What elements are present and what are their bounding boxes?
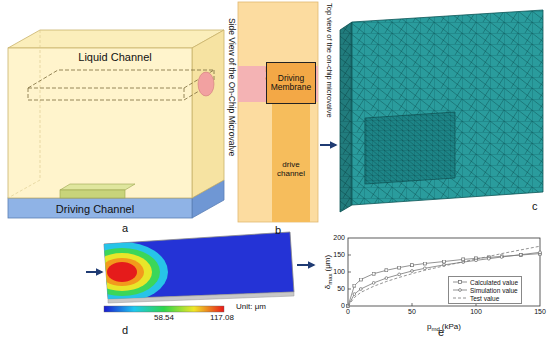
side-view-illustration — [8, 30, 224, 218]
axis-tick-label: 150 — [534, 308, 546, 316]
contour-band — [84, 248, 160, 296]
legend-line — [453, 290, 467, 291]
legend-row: Simulation value — [452, 286, 518, 294]
hidden-edge — [8, 30, 40, 198]
legend-row: Test value — [452, 294, 518, 302]
node-text: drive channel — [273, 161, 309, 179]
panel-title: Side View of the On-Chip Microvalve — [227, 18, 236, 156]
axis-tick-label: 0 — [341, 302, 345, 310]
panel-arrow — [297, 264, 314, 266]
contour-band — [107, 262, 137, 282]
node-text: Driving Membrane — [268, 74, 314, 93]
legend-sample — [452, 287, 468, 293]
contour-band — [76, 242, 168, 302]
membrane-mesh — [365, 112, 455, 184]
chip-side-face — [192, 30, 224, 198]
axis-subscript: max — [327, 273, 334, 284]
contour-band — [92, 253, 152, 291]
mesh-model — [340, 10, 543, 212]
axis-symbol: δ — [324, 285, 333, 289]
circle-marker — [459, 289, 462, 292]
panel-letter: b — [275, 224, 281, 236]
panel-letter: e — [438, 326, 444, 338]
driving-layer-front — [8, 198, 192, 218]
axis-tick-label: 0 — [346, 308, 350, 316]
chart-legend: Calculated valueSimulation valueTest val… — [448, 276, 522, 304]
plot-frame — [348, 238, 540, 306]
color-bar — [104, 306, 224, 312]
chip-top-face — [8, 30, 224, 48]
deformation-contour — [76, 232, 294, 312]
panel-arrow — [86, 271, 102, 273]
channel-outlet — [198, 72, 214, 96]
channel-label-box: Liquid Channel — [60, 49, 170, 65]
membrane-block-front — [60, 190, 125, 198]
panel-letter: a — [122, 222, 128, 234]
chip-top-view — [238, 2, 318, 222]
panel-arrow — [320, 144, 336, 146]
membrane-block-top — [60, 184, 135, 190]
legend-text: Test value — [470, 295, 499, 302]
liquid-channel-outline — [28, 70, 214, 100]
channel-label-box: Driving Channel — [30, 201, 160, 217]
legend-row: Calculated value — [452, 278, 518, 286]
axis-tick-label: 150 — [333, 251, 345, 259]
axis-tick-label: 100 — [470, 308, 482, 316]
panel-title: Top view of the on-chip microvalve — [325, 3, 333, 118]
square-marker — [459, 281, 462, 284]
test-curve — [348, 246, 540, 306]
deflection-chart — [348, 238, 540, 306]
axis-tick-label: 100 — [333, 268, 345, 276]
legend-text: Simulation value — [470, 287, 518, 294]
mesh-face — [352, 10, 543, 205]
node-text: Liquid Channel — [78, 51, 151, 63]
driving-membrane-box: Driving Membrane — [266, 62, 316, 104]
legend-line — [453, 298, 467, 299]
colorbar-value: 117.08 — [210, 314, 234, 323]
contour-band — [100, 258, 144, 286]
node-text: Driving Channel — [56, 203, 134, 215]
panel-letter: c — [532, 200, 538, 212]
axis-tick-label: 50 — [408, 308, 416, 316]
unit-label: Unit: μm — [236, 303, 266, 312]
legend-text: Calculated value — [470, 279, 518, 286]
axis-unit: (μm) — [324, 255, 333, 272]
calculated-curve — [348, 254, 540, 306]
mesh-side-face — [340, 22, 352, 212]
chip-front-face — [8, 48, 192, 198]
mesh-side-shade — [340, 22, 352, 212]
axis-unit: (kPa) — [442, 323, 461, 332]
axis-tick-label: 200 — [333, 234, 345, 242]
axis-title: δmax(μm) — [316, 255, 334, 289]
axis-symbol: p — [427, 323, 431, 332]
colorbar-value: 58.54 — [154, 314, 174, 323]
legend-sample — [452, 295, 468, 301]
simulation-curve — [348, 252, 540, 306]
axis-tick-label: 50 — [337, 285, 345, 293]
legend-sample — [452, 279, 468, 285]
legend-line — [453, 282, 467, 283]
panel-letter: d — [122, 324, 128, 336]
contour-bands — [76, 242, 168, 302]
drive-channel-band: drive channel — [272, 103, 310, 222]
